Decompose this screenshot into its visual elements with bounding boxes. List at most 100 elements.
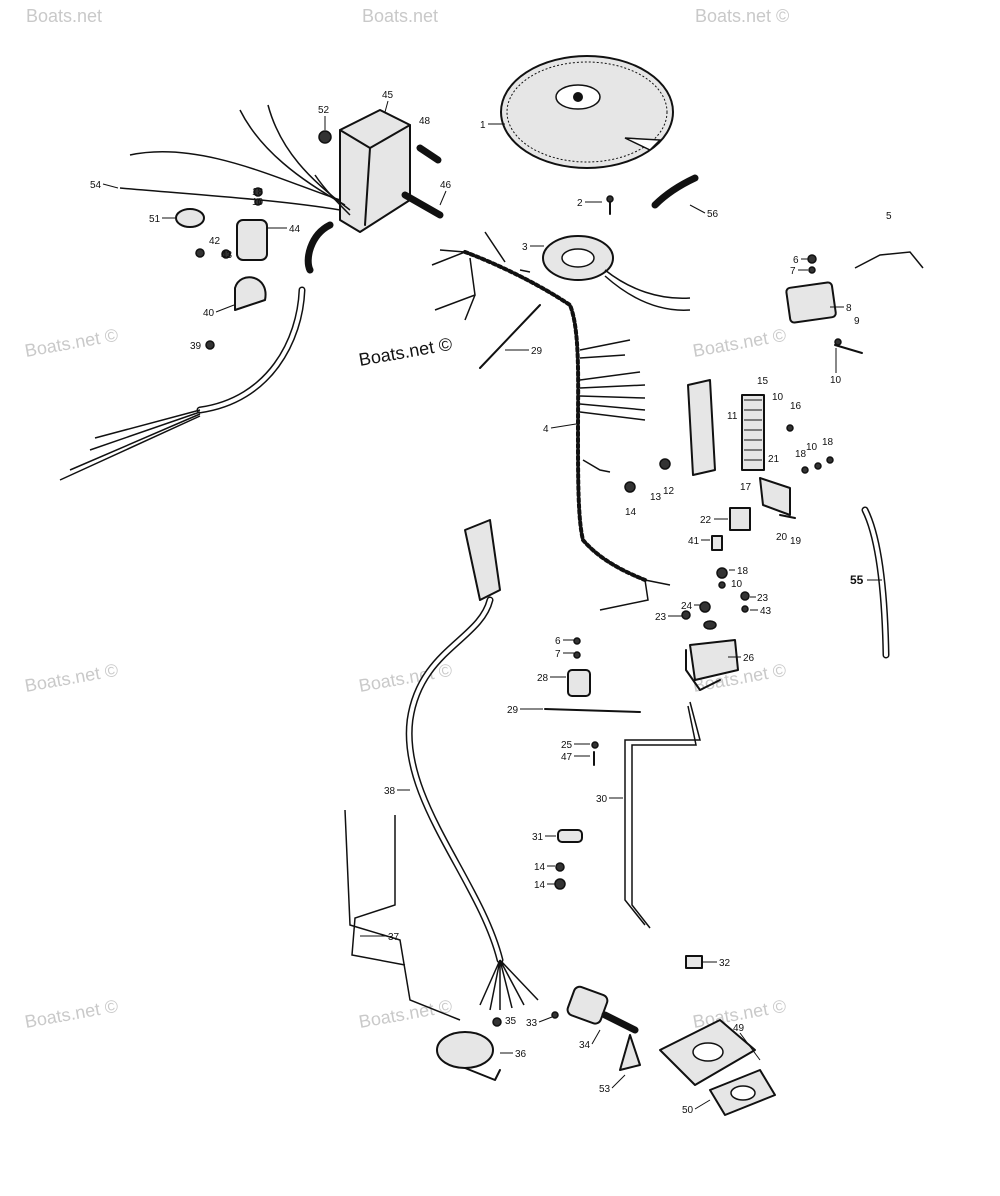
callout: 33 xyxy=(526,1018,538,1029)
callout: 41 xyxy=(688,536,700,547)
callout: 18 xyxy=(822,437,834,448)
callout: 2 xyxy=(577,198,583,209)
callout: 54 xyxy=(90,180,102,191)
band-51 xyxy=(175,208,205,228)
brand-label: Boats.net © xyxy=(357,334,453,370)
callout: 40 xyxy=(203,308,215,319)
ground-strap-short xyxy=(854,251,924,269)
callout: 50 xyxy=(682,1105,694,1116)
starter-cable xyxy=(624,701,701,926)
callout: 22 xyxy=(700,515,712,526)
callout: 48 xyxy=(419,116,431,127)
stud-48 xyxy=(416,144,442,164)
starter-solenoid xyxy=(681,567,750,691)
callout: 49 xyxy=(733,1023,745,1034)
main-wiring-harness xyxy=(431,231,671,611)
callout: 19 xyxy=(790,536,802,547)
callout: 3 xyxy=(522,242,528,253)
callout: 4 xyxy=(543,424,549,435)
callout: 10 xyxy=(252,197,264,208)
callout: 18 xyxy=(252,187,264,198)
callout: 43 xyxy=(760,606,772,617)
watermark: Boats.net xyxy=(362,6,438,26)
remote-harness xyxy=(405,519,539,1011)
callout: 32 xyxy=(719,958,731,969)
callout: 7 xyxy=(555,649,561,660)
callout-layer: 1 2 3 4 5 6 7 8 9 10 10 10 10 10 11 12 1… xyxy=(90,90,892,1116)
callout: 9 xyxy=(854,316,860,327)
screw xyxy=(606,195,614,215)
callout: 18 xyxy=(795,449,807,460)
callout: 1 xyxy=(480,120,486,131)
cable-tie xyxy=(544,708,641,713)
callout: 56 xyxy=(707,209,719,220)
callout: 16 xyxy=(790,401,802,412)
callout: 25 xyxy=(561,740,573,751)
watermark: Boats.net © xyxy=(695,6,789,26)
stator-output-cable xyxy=(59,286,306,481)
callout: 46 xyxy=(440,180,452,191)
boot xyxy=(304,221,334,274)
callout: 7 xyxy=(790,266,796,277)
callout: 44 xyxy=(289,224,301,235)
callout: 31 xyxy=(532,832,544,843)
cable-tie-upper xyxy=(479,304,541,369)
callout: 29 xyxy=(531,346,543,357)
watermark: Boats.net xyxy=(26,6,102,26)
callout: 51 xyxy=(149,214,161,225)
callout: 15 xyxy=(757,376,769,387)
callout: 43 xyxy=(221,250,233,261)
callout: 53 xyxy=(599,1084,611,1095)
input-wires xyxy=(119,104,351,216)
clamp xyxy=(685,955,703,969)
callout: 14 xyxy=(534,880,546,891)
callout: 37 xyxy=(388,932,400,943)
tachometer-harness xyxy=(344,809,461,1021)
callout: 5 xyxy=(886,211,892,222)
stator xyxy=(542,235,691,311)
callout: 29 xyxy=(507,705,519,716)
ignition-switch xyxy=(551,985,641,1071)
callout: 20 xyxy=(776,532,788,543)
mounting-plates xyxy=(659,1019,776,1116)
callout: 38 xyxy=(384,786,396,797)
callout: 14 xyxy=(625,507,637,518)
callout: 42 xyxy=(209,236,221,247)
callout: 23 xyxy=(655,612,667,623)
nut-52 xyxy=(318,130,332,144)
flywheel xyxy=(500,55,674,169)
buzzer xyxy=(436,1017,502,1081)
callout: 47 xyxy=(561,752,573,763)
watermark: Boats.net © xyxy=(23,996,119,1032)
callout: 10 xyxy=(772,392,784,403)
callout: 12 xyxy=(663,486,675,497)
callout: 13 xyxy=(650,492,662,503)
watermark: Boats.net © xyxy=(23,325,119,361)
coil-bracket xyxy=(234,276,267,311)
clip xyxy=(557,829,583,843)
callout: 8 xyxy=(846,303,852,314)
watermark: Boats.net © xyxy=(23,660,119,696)
terminal-block-assembly xyxy=(624,379,834,551)
stud-46 xyxy=(401,191,444,219)
callout: 35 xyxy=(505,1016,517,1027)
callout: 24 xyxy=(681,601,693,612)
callout: 52 xyxy=(318,105,330,116)
callout: 39 xyxy=(190,341,202,352)
callout: 23 xyxy=(757,593,769,604)
capacitor xyxy=(567,669,591,697)
callout: 34 xyxy=(579,1040,591,1051)
callout: 28 xyxy=(537,673,549,684)
callout: 21 xyxy=(768,454,780,465)
callout: 11 xyxy=(727,411,738,422)
watermark: Boats.net © xyxy=(691,325,787,361)
callout: 30 xyxy=(596,794,608,805)
callout: 26 xyxy=(743,653,755,664)
watermark: Boats.net © xyxy=(357,660,453,696)
callout: 6 xyxy=(793,255,799,266)
callout: 36 xyxy=(515,1049,527,1060)
ignition-coil xyxy=(195,187,268,261)
callout: 10 xyxy=(806,442,818,453)
timing-strip xyxy=(651,174,699,209)
